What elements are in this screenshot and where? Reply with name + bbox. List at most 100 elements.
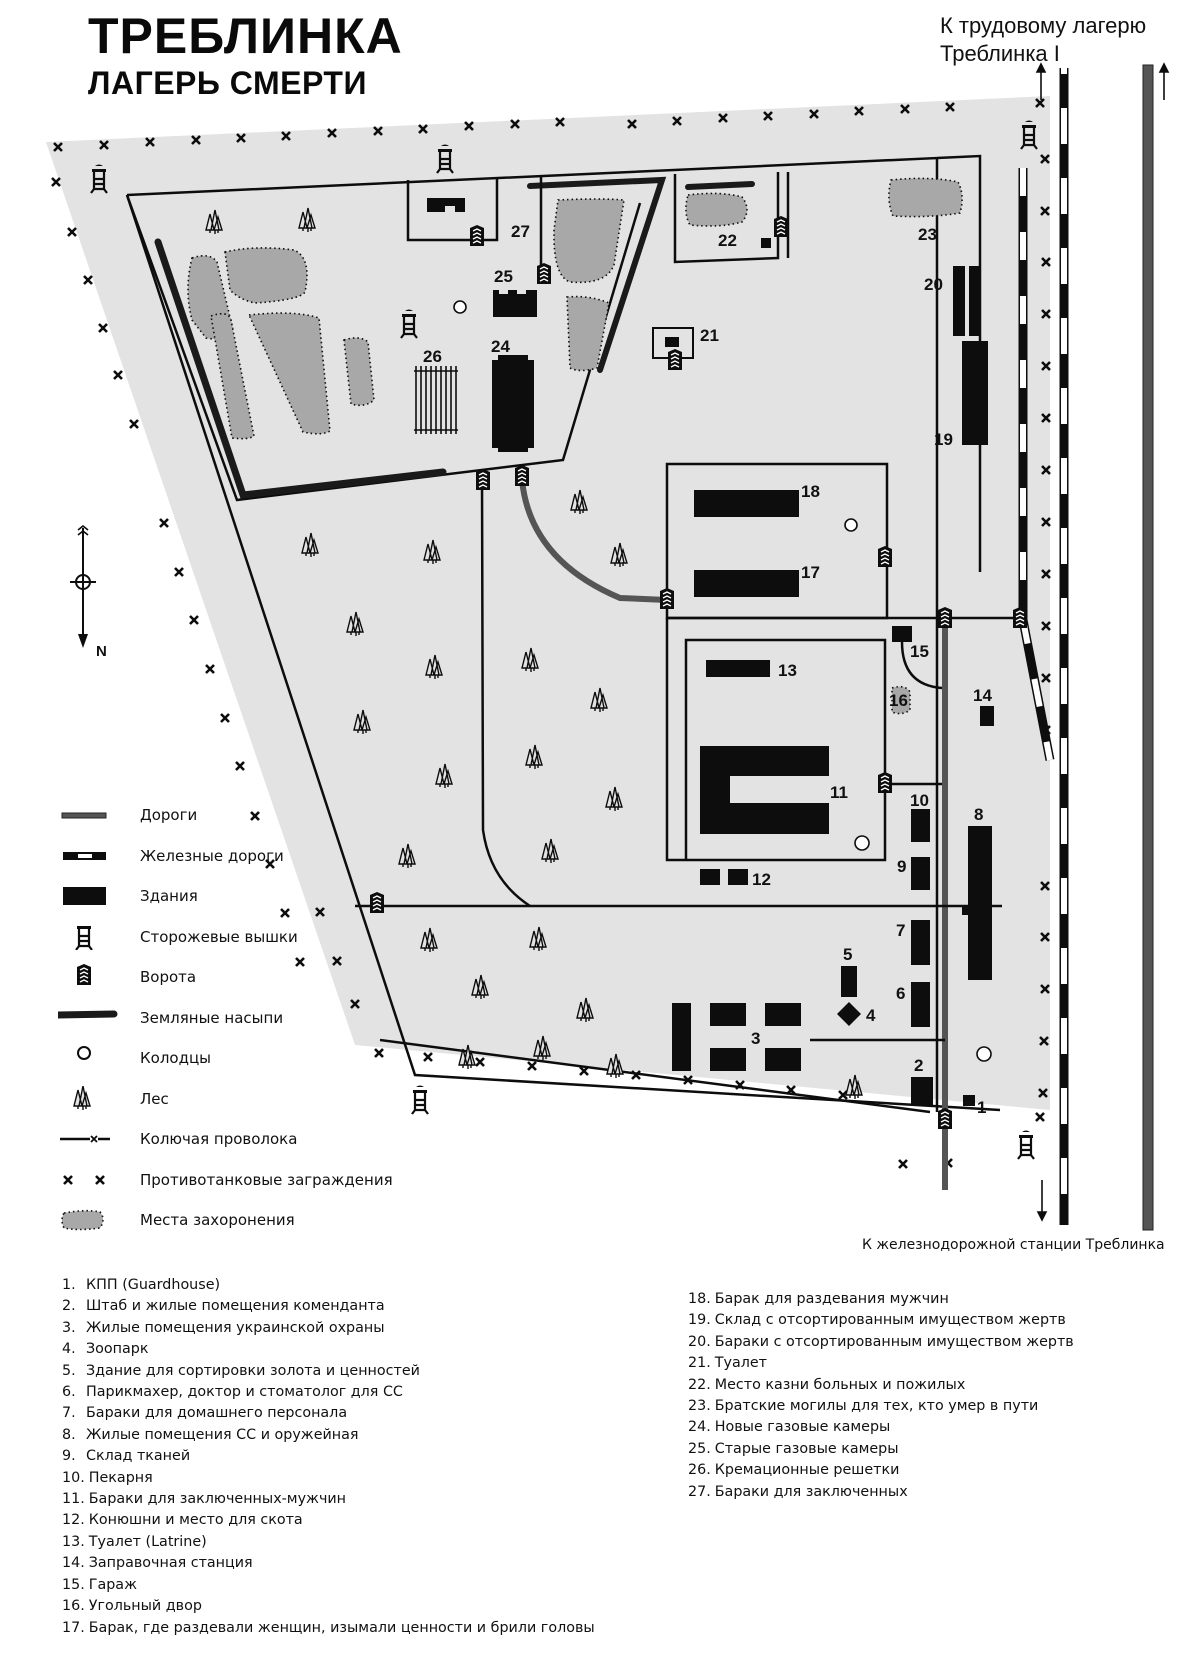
label-27: 27 [511, 222, 530, 241]
key-item: 12.Конюшни и место для скота [62, 1510, 595, 1531]
label-3: 3 [751, 1029, 760, 1048]
key-num: 10. [62, 1469, 85, 1486]
well-icon [58, 1045, 118, 1071]
fence-27 [406, 178, 499, 242]
building-5 [841, 966, 857, 997]
key-item: 17.Барак, где раздевали женщин, изымали … [62, 1618, 595, 1639]
key-num: 8. [62, 1426, 76, 1443]
key-num: 4. [62, 1341, 76, 1358]
key-item: 2.Штаб и жилые помещения коменданта [62, 1296, 595, 1317]
key-item: 4. Зоопарк [62, 1339, 595, 1360]
building-3e [765, 1048, 801, 1071]
key-num: 11. [62, 1491, 85, 1508]
well [844, 518, 858, 532]
label-14: 14 [973, 686, 992, 705]
key-item: 15.Гараж [62, 1575, 595, 1596]
label-5: 5 [843, 945, 852, 964]
building-4-zoo [837, 1002, 861, 1026]
key-num: 23. [688, 1398, 711, 1415]
key-text: Барак для раздевания мужчин [714, 1291, 949, 1307]
building-1-guardhouse [963, 1095, 975, 1106]
key-item: 21.Туалет [688, 1353, 1074, 1374]
building-3c [765, 1003, 801, 1026]
key-text: Угольный двор [88, 1598, 202, 1615]
earth-embankment-west [154, 238, 447, 499]
key-num: 25. [688, 1440, 711, 1457]
key-num: 14. [62, 1555, 85, 1572]
building-24 [492, 355, 534, 452]
building-9 [911, 857, 930, 890]
key-text: КПП (Guardhouse) [86, 1277, 221, 1293]
key-text: Место казни больных и пожилых [714, 1376, 966, 1393]
building-25 [493, 290, 537, 317]
building-3d [710, 1048, 746, 1071]
key-text: Старые газовые камеры [714, 1440, 899, 1457]
key-num: 7. [62, 1405, 76, 1422]
key-text: Туалет [714, 1355, 767, 1372]
key-item: 3.Жилые помещения украинской охраны [62, 1318, 595, 1339]
legend-label: Колодцы [140, 1049, 212, 1068]
key-item: 7.Бараки для домашнего персонала [62, 1403, 595, 1424]
key-text: Бараки для заключенных [714, 1483, 908, 1500]
building-20a [953, 266, 965, 336]
label-23: 23 [918, 225, 937, 244]
key-text: Туалет (Latrine) [88, 1533, 207, 1550]
legend-label: Ворота [140, 968, 197, 987]
key-text: Барак, где раздевали женщин, изымали цен… [88, 1619, 595, 1636]
label-8: 8 [974, 805, 983, 824]
legend-item-roads: Дороги [58, 795, 398, 836]
building-2 [911, 1077, 933, 1105]
label-4: 4 [866, 1006, 876, 1025]
key-item: 13.Туалет (Latrine) [62, 1532, 595, 1553]
label-18: 18 [801, 482, 820, 501]
road-tube [519, 479, 668, 603]
building-19 [962, 341, 988, 445]
compass-icon [70, 524, 96, 648]
legend-label: Противотанковые заграждения [140, 1170, 393, 1189]
gate-icon [58, 963, 118, 990]
label-2: 2 [914, 1056, 923, 1075]
key-num: 22. [688, 1376, 711, 1393]
building-icon [58, 883, 118, 909]
key-text: Штаб и жилые помещения коменданта [86, 1298, 385, 1315]
earth-embankment-north [527, 176, 667, 373]
road-garage [900, 641, 943, 690]
burial-site-icon [58, 1207, 118, 1233]
railway-icon [58, 843, 118, 869]
key-num: 1. [62, 1277, 76, 1293]
key-text: Гараж [88, 1576, 137, 1593]
map-title: ТРЕБЛИНКА [88, 8, 403, 64]
direction-to-station: К железнодорожной станции Треблинка [862, 1237, 1165, 1253]
direction-arrows [1035, 62, 1170, 1222]
key-list-right: 18.Барак для раздевания мужчин 19.Склад … [688, 1289, 1074, 1503]
key-text: Зоопарк [86, 1341, 149, 1358]
key-item: 8.Жилые помещения СС и оружейная [62, 1425, 595, 1446]
key-item: 11.Бараки для заключенных-мужчин [62, 1489, 595, 1510]
building-3b [710, 1003, 746, 1026]
key-num: 12. [62, 1512, 85, 1529]
legend-item-barbed-wire: Колючая проволока [58, 1119, 398, 1160]
building-12b [728, 869, 748, 885]
barbed-wire-icon [58, 1126, 118, 1152]
legend-item-wells: Колодцы [58, 1038, 398, 1079]
building-8 [962, 826, 992, 980]
key-text: Склад с отсортированным имуществом жертв [714, 1312, 1066, 1329]
map-title-block: ТРЕБЛИНКА ЛАГЕРЬ СМЕРТИ [88, 8, 403, 102]
legend-label: Дороги [140, 806, 198, 825]
key-text: Заправочная станция [88, 1555, 253, 1572]
direction-line-1: К трудовому лагерю [940, 13, 1147, 38]
road-icon [58, 802, 118, 828]
key-num: 13. [62, 1533, 85, 1550]
road-east [1142, 64, 1154, 1231]
legend-label: Железные дороги [140, 846, 284, 865]
label-24: 24 [491, 337, 510, 356]
legend-item-burial-sites: Места захоронения [58, 1200, 398, 1241]
label-11: 11 [830, 783, 848, 802]
key-text: Бараки с отсортированным имуществом жерт… [714, 1333, 1074, 1350]
key-item: 20.Бараки с отсортированным имуществом ж… [688, 1332, 1074, 1353]
key-num: 27. [688, 1483, 711, 1500]
key-text: Кремационные решетки [714, 1462, 900, 1479]
building-18 [694, 490, 799, 517]
key-num: 24. [688, 1419, 711, 1436]
